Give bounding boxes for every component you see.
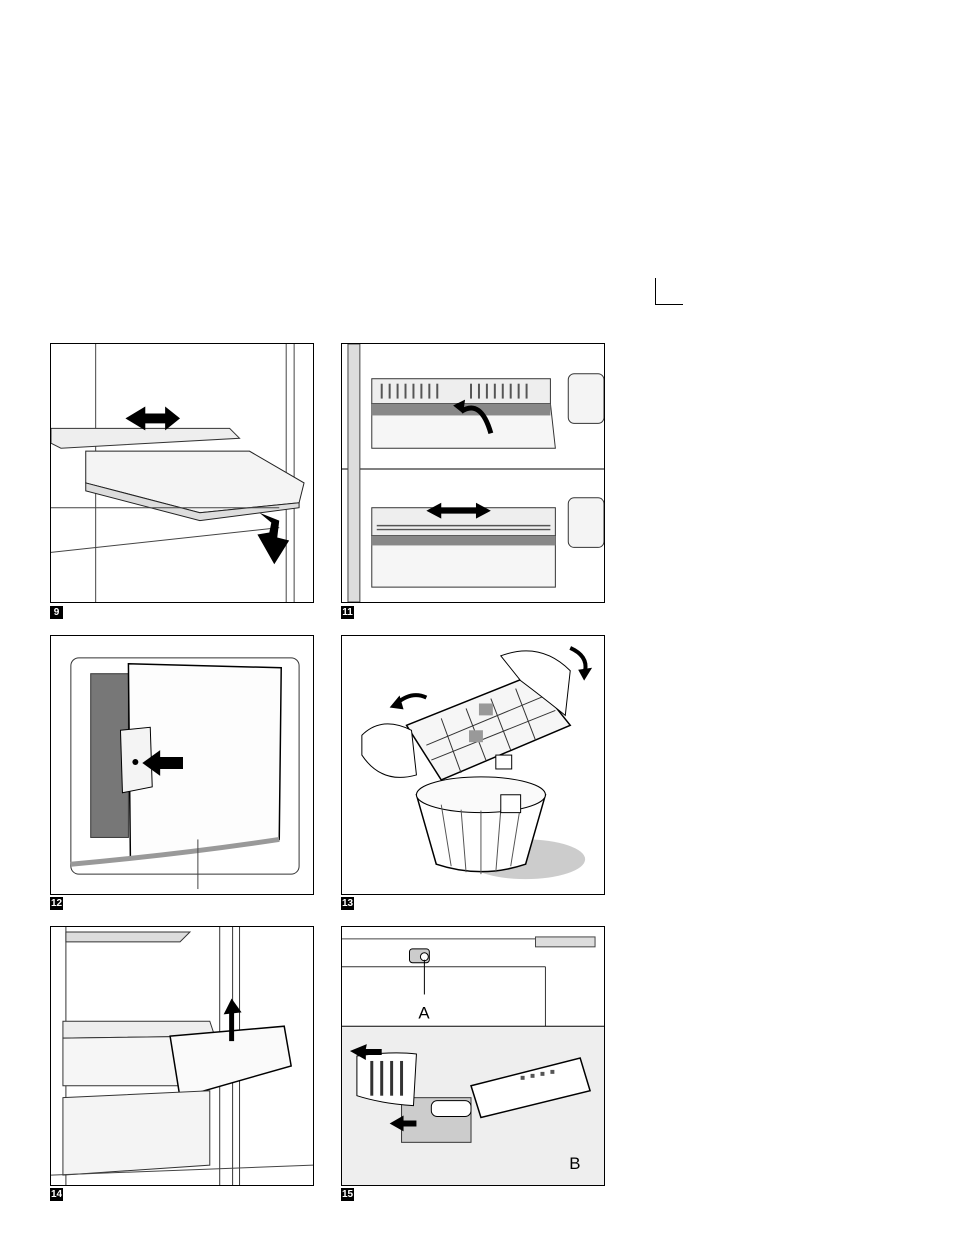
double-arrow-icon bbox=[125, 407, 180, 431]
label-a: A bbox=[418, 1003, 430, 1022]
figure-number-12: 12 bbox=[50, 897, 63, 910]
figure-15-illustration: A B bbox=[341, 926, 605, 1186]
freezer-drawer-drawing bbox=[342, 344, 604, 602]
light-cover-drawing: A B bbox=[342, 927, 604, 1185]
figure-13-illustration bbox=[341, 635, 605, 895]
figure-number-15: 15 bbox=[341, 1188, 354, 1201]
figure-12-illustration bbox=[50, 635, 314, 895]
lift-arrow-icon bbox=[224, 998, 242, 1014]
freezer-drawer-remove-drawing bbox=[51, 927, 313, 1185]
crop-mark bbox=[655, 278, 683, 305]
rotate-arrow-icon bbox=[578, 668, 592, 681]
ice-tray-drawing bbox=[342, 636, 604, 894]
label-b: B bbox=[569, 1154, 580, 1173]
door-latch-drawing bbox=[51, 636, 313, 894]
down-arrow-icon bbox=[257, 513, 289, 565]
figure-number-14: 14 bbox=[50, 1188, 63, 1201]
figure-11-illustration bbox=[341, 343, 605, 603]
figure-number-13: 13 bbox=[341, 897, 354, 910]
figure-9-illustration bbox=[50, 343, 314, 603]
figure-number-11: 11 bbox=[341, 606, 354, 619]
shelf-slide-drawing bbox=[51, 344, 313, 602]
figure-14-illustration bbox=[50, 926, 314, 1186]
figure-number-9: 9 bbox=[50, 606, 63, 619]
